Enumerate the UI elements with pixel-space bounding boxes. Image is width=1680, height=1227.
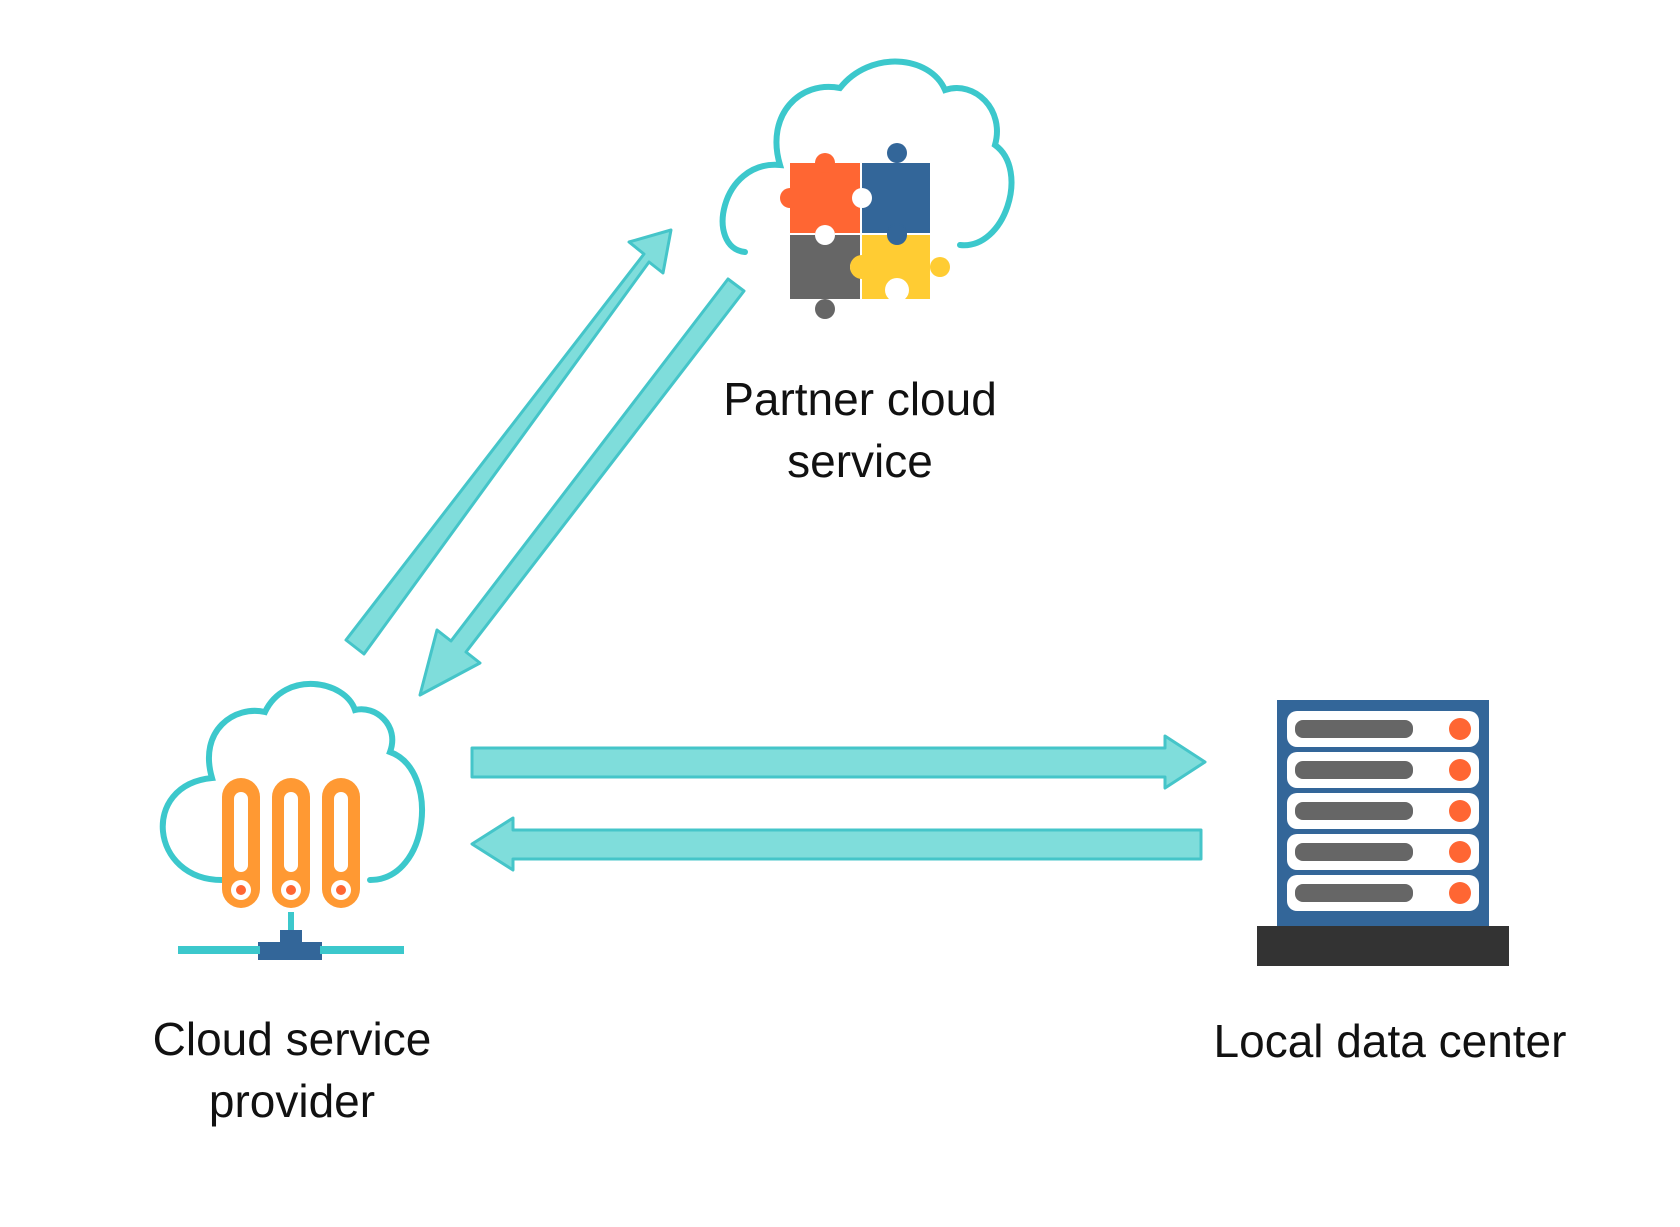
- arrow-local-to-provider: [470, 816, 1203, 872]
- partner-cloud-label: Partner cloud service: [660, 368, 1060, 492]
- local-data-center-label: Local data center: [1140, 1010, 1640, 1072]
- server-tube-1: [222, 778, 260, 908]
- provider-label-line1: Cloud service: [152, 1013, 432, 1065]
- arrow-provider-to-local: [470, 734, 1207, 790]
- arrow-partner-to-provider: [418, 277, 746, 697]
- partner-label-line1: Partner cloud: [723, 373, 997, 425]
- provider-label-line2: provider: [208, 1075, 376, 1127]
- cloud-outline: [719, 58, 1015, 255]
- puzzle-piece-yellow: [850, 225, 950, 302]
- rack-unit-2: [1287, 752, 1479, 788]
- local-label-line1: Local data center: [1213, 1015, 1567, 1067]
- arrow-provider-to-partner: [344, 228, 673, 656]
- server-tube-2: [272, 778, 310, 908]
- server-tube-3: [322, 778, 360, 908]
- puzzle-cloud-icon: [719, 58, 1015, 319]
- cloud-provider-label: Cloud service provider: [92, 1008, 492, 1132]
- cloud-outline: [159, 681, 425, 883]
- edge-provider-to-partner: [344, 228, 673, 656]
- puzzle-piece-gray: [790, 225, 870, 319]
- edge-provider-to-local: [470, 734, 1207, 790]
- rack-base: [1257, 926, 1509, 966]
- rack-unit-3: [1287, 793, 1479, 829]
- rack-unit-1: [1287, 711, 1479, 747]
- edge-local-to-provider: [470, 816, 1203, 872]
- server-rack-icon: [1257, 700, 1509, 966]
- rack-unit-4: [1287, 834, 1479, 870]
- network-connector: [178, 912, 404, 960]
- partner-label-line2: service: [787, 435, 933, 487]
- edge-partner-to-provider: [418, 277, 746, 697]
- server-cloud-icon: [159, 681, 425, 960]
- rack-unit-5: [1287, 875, 1479, 911]
